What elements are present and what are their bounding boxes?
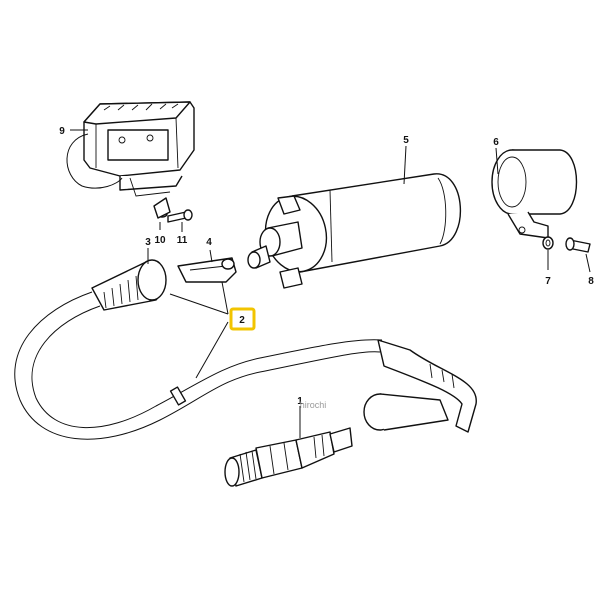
callout-3: 3 (145, 237, 151, 248)
ignition-coil (247, 173, 461, 289)
callout-7: 7 (545, 276, 551, 287)
screw-11 (167, 209, 193, 223)
bolt-8 (565, 237, 591, 253)
callout-11: 11 (177, 235, 188, 246)
callout-6: 6 (493, 137, 499, 148)
callout-1: 1 (297, 396, 303, 407)
callout-5: 5 (403, 135, 409, 146)
clip-4 (177, 257, 237, 283)
callout-2: 2 (239, 315, 245, 326)
washer-10 (153, 197, 171, 219)
spark-plug-1 (224, 427, 353, 487)
ignition-cable-2 (14, 291, 477, 440)
leader-lines (70, 129, 591, 438)
callout-9: 9 (59, 126, 65, 137)
cable-boot-3 (91, 259, 167, 311)
washer-7 (542, 236, 554, 250)
coil-bracket (491, 149, 578, 239)
callout-2-highlight (229, 307, 256, 331)
callout-4: 4 (206, 237, 212, 248)
callout-10: 10 (154, 235, 166, 246)
watermark: hirochi (300, 400, 327, 410)
control-unit (66, 101, 195, 197)
callout-8: 8 (588, 276, 594, 287)
